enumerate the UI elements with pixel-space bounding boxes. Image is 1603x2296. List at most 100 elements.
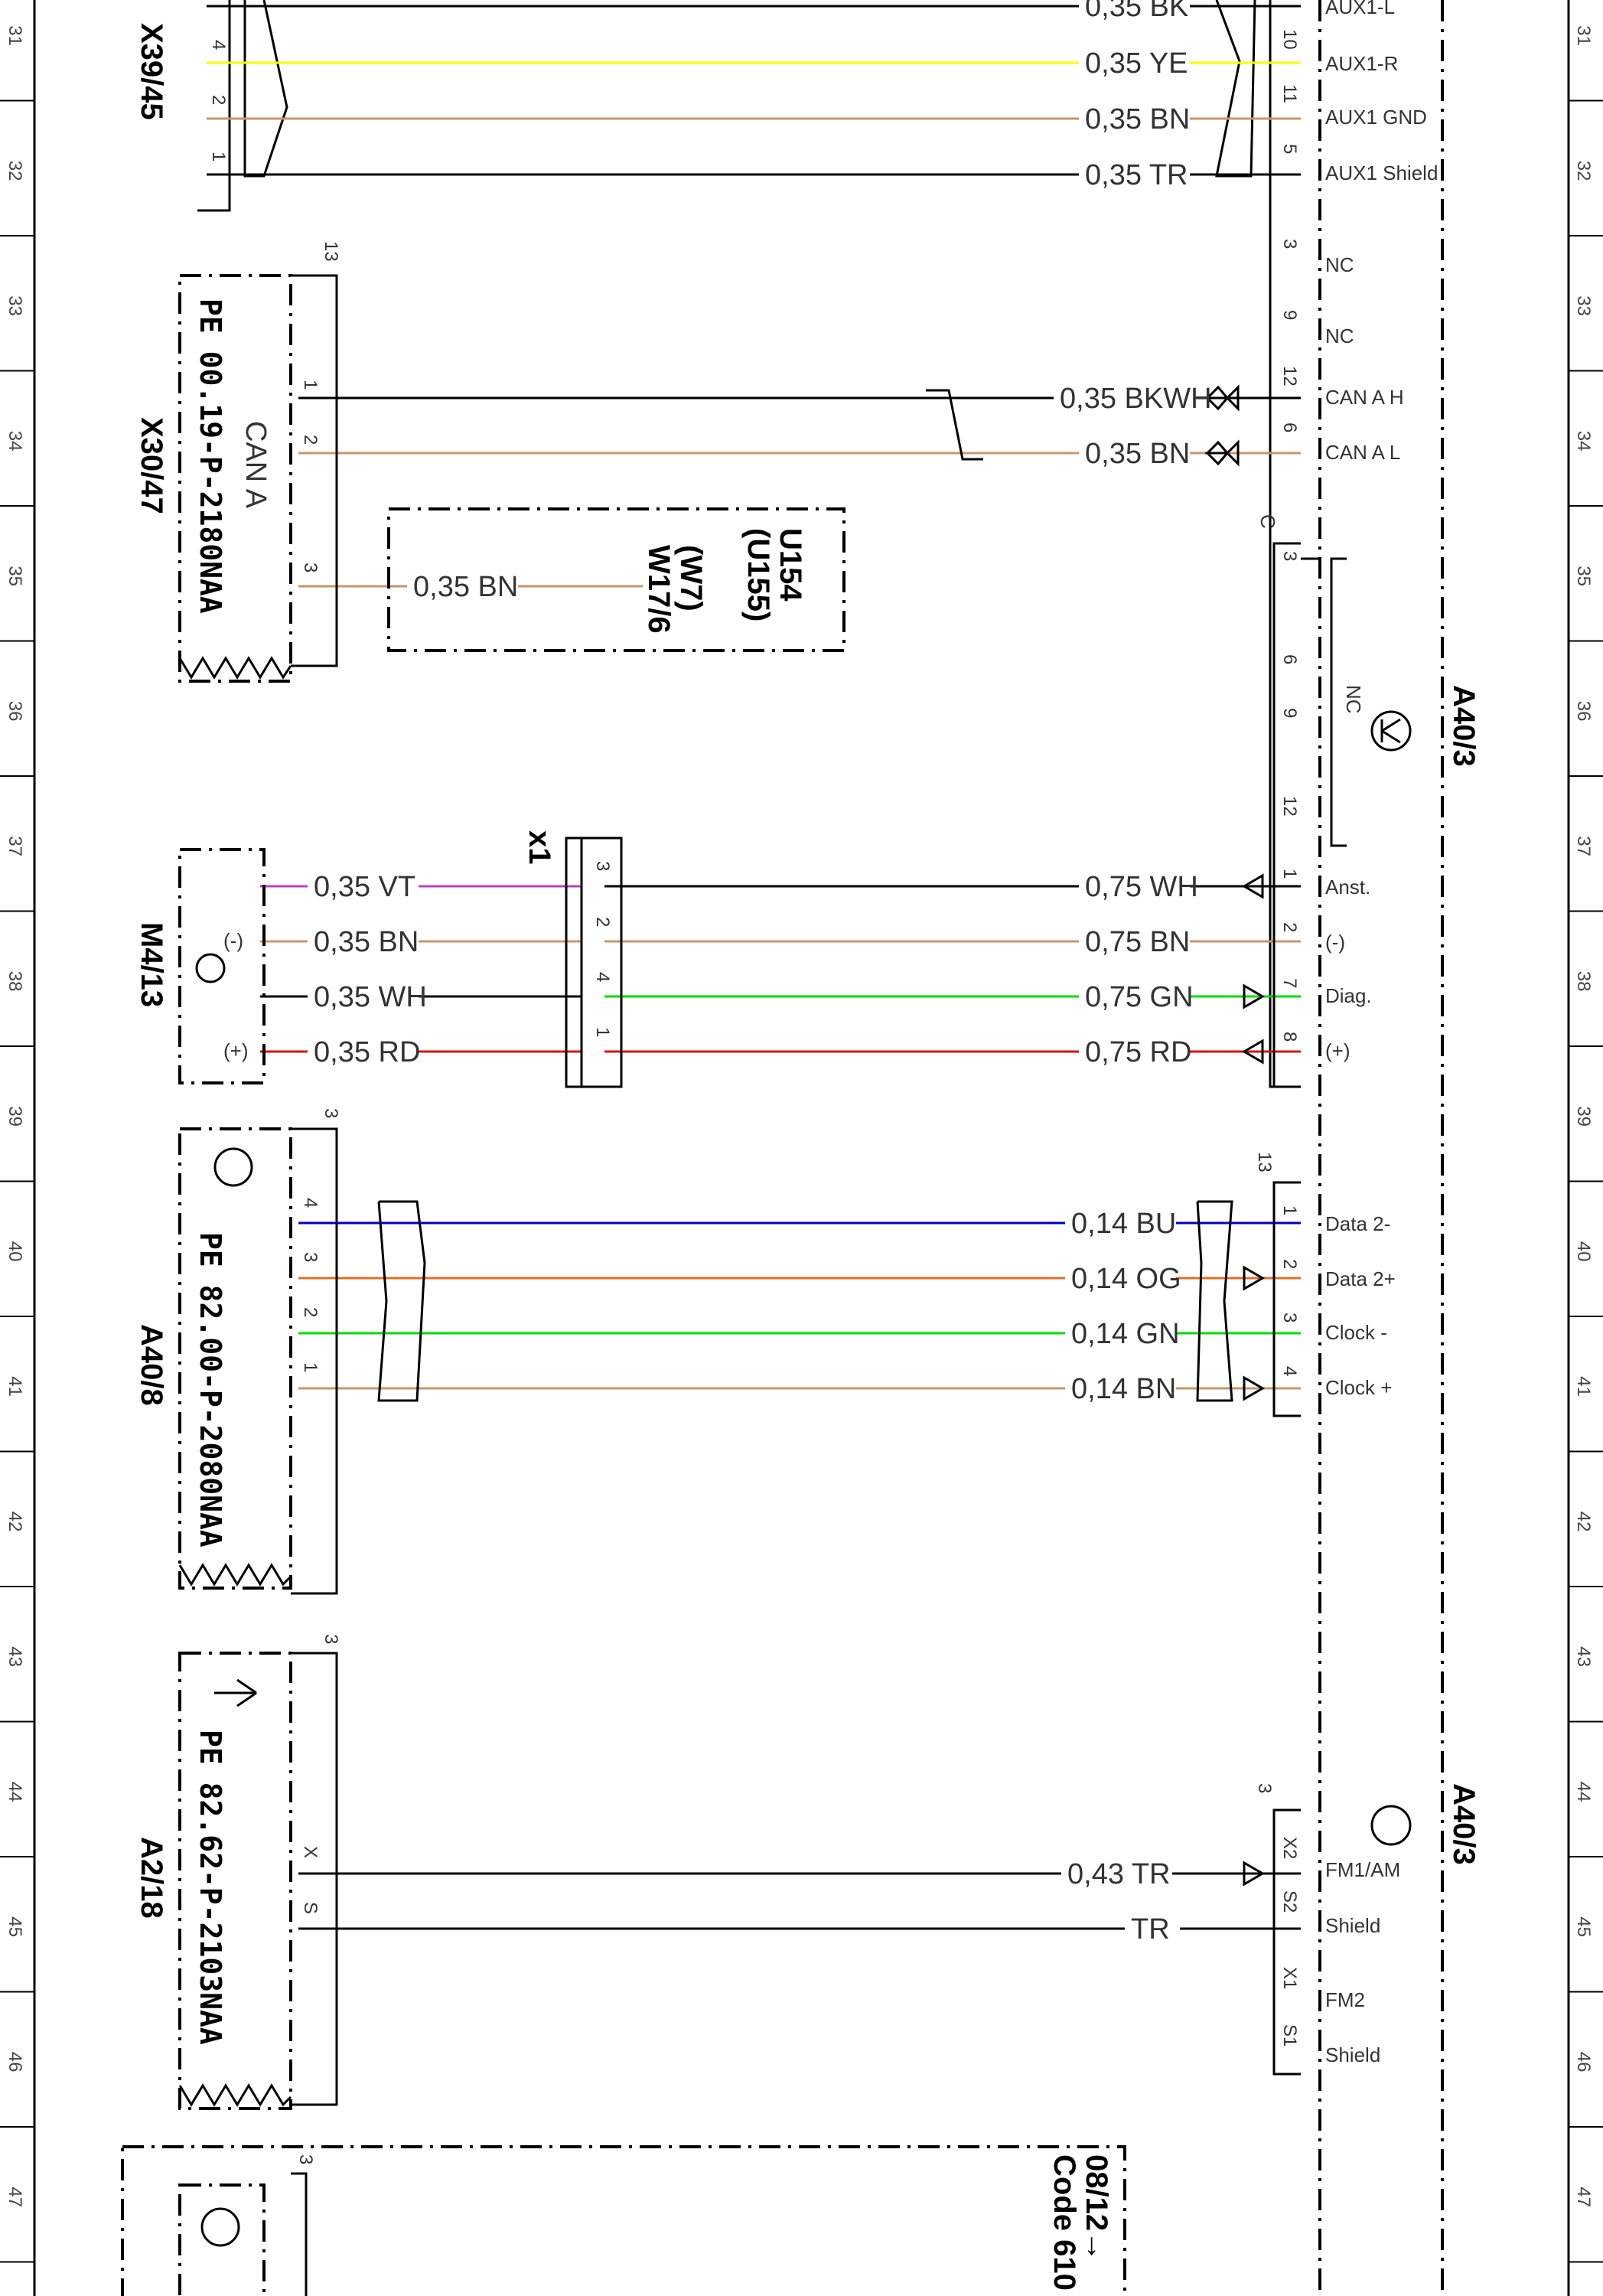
pin-label: 3 — [300, 563, 321, 572]
wire-label: 0,35 BN — [1085, 438, 1190, 470]
wire-label: 0,35 BKWH — [1060, 383, 1212, 415]
a40-3-label-bottom: A40/3 — [1447, 1783, 1481, 1865]
signal-can-a-l: CAN A L — [1325, 441, 1400, 464]
u154-label: U154 — [774, 528, 807, 602]
pin-count: 13 — [321, 241, 341, 262]
pin-count: 3 — [295, 2154, 316, 2164]
a40-3-power-pins: 1 2 7 8 — [1279, 869, 1300, 1042]
a40-8-component: 3 PE 82.00-P-2080NAA A40/8 4 3 2 1 13 1 … — [135, 1108, 1301, 1595]
wire-label: 0,35 YE — [1085, 47, 1188, 80]
x30-47-connector: 13 PE 00.19-P-2180NAA CAN A X30/47 1 2 3 — [135, 241, 341, 683]
can-twist — [926, 389, 983, 461]
grid-row-number: 47 — [5, 2187, 25, 2207]
m4-13-label: M4/13 — [135, 922, 168, 1007]
pin-label: 1 — [300, 380, 321, 390]
signal-data-plus: Data 2+ — [1325, 1267, 1396, 1290]
signal-direction-arrow — [1204, 384, 1240, 412]
wire-labels: 0,35 BK 0,35 YE 0,35 BN 0,35 TR 0,35 BKWH 0,3… — [314, 0, 1212, 1945]
signal-aux1-l: AUX1-L — [1325, 0, 1395, 18]
wire-label: 0,75 GN — [1085, 981, 1194, 1013]
grid-row-number: 37 — [1573, 836, 1594, 856]
grid-row-number: 34 — [5, 431, 25, 452]
grid-row-number: 33 — [1573, 295, 1594, 316]
pin-label: 3 — [1279, 551, 1300, 561]
wire-label: 0,14 GN — [1071, 1318, 1180, 1350]
wire-label: 0,35 WH — [314, 981, 427, 1013]
m4-plus-label: (+) — [223, 1039, 249, 1062]
pin-label: 1 — [300, 1362, 321, 1372]
grid-row-number: 39 — [5, 1106, 25, 1127]
signal-data-minus: Data 2- — [1325, 1212, 1390, 1235]
signal-plus: (+) — [1325, 1039, 1350, 1062]
wire-label: 0,14 BU — [1071, 1208, 1176, 1240]
pin-label: 6 — [1279, 654, 1300, 664]
grid-row-number: 41 — [1573, 1376, 1594, 1397]
transistor-icon — [213, 1147, 253, 1187]
wire-label: 0,35 BN — [314, 926, 419, 958]
wire-label: 0,14 OG — [1071, 1263, 1181, 1295]
grid-row-number: 36 — [1573, 701, 1594, 722]
grid-row-number: 42 — [1573, 1512, 1594, 1532]
signal-direction-arrow — [1204, 439, 1240, 467]
signal-can-a-h: CAN A H — [1325, 386, 1404, 409]
grid-row-number: 38 — [5, 971, 25, 992]
grid-row-number: 31 — [5, 25, 25, 46]
wire-label: 0,43 TR — [1067, 1858, 1170, 1890]
pin-label: 1 — [208, 152, 229, 161]
wire-label: 0,35 BK — [1085, 0, 1188, 23]
pin-label: 9 — [1279, 708, 1300, 718]
grid-row-number: 40 — [5, 1241, 25, 1262]
pin-label: X — [300, 1846, 321, 1858]
pin-label: 3 — [300, 1252, 321, 1262]
wire-label: 0,75 WH — [1085, 871, 1198, 903]
grid-row-number: 43 — [1573, 1646, 1594, 1667]
w17-6-label: W17/6 — [642, 545, 676, 634]
signal-nc-1: NC — [1325, 253, 1354, 276]
grid-row-number: 39 — [1573, 1106, 1594, 1127]
pin-label: 4 — [592, 972, 613, 982]
grid-row-number: 31 — [1573, 25, 1594, 46]
signal-aux1-r: AUX1-R — [1325, 52, 1398, 75]
grid-row-number: 41 — [5, 1376, 25, 1397]
pin-label: 3 — [592, 861, 613, 871]
wire-label: 0,35 TR — [1085, 159, 1188, 191]
grid-row-number: 45 — [1573, 1916, 1594, 1937]
pin-label: 2 — [300, 435, 321, 445]
pin-label: 2 — [208, 95, 229, 105]
grid-row-number: 40 — [1573, 1241, 1594, 1262]
m4-13-component: M4/13 (-) (+) — [135, 848, 266, 1084]
signal-direction-arrow — [1242, 873, 1264, 899]
grid-row-number: 36 — [5, 701, 25, 722]
transistor-icon — [1370, 1805, 1412, 1846]
twisted-pair-brace — [377, 1200, 426, 1402]
signal-anst: Anst. — [1325, 876, 1370, 899]
x1-connector: x1 3 2 4 1 — [523, 830, 623, 1088]
x30-47-label: X30/47 — [135, 417, 168, 514]
signal-direction-arrow — [1243, 1375, 1265, 1401]
grid-row-number: 35 — [5, 566, 25, 586]
x39-45-connector: X39/45 4 2 1 — [135, 0, 288, 212]
a2-18-component: 3 PE 82.62-P-2103NAA A2/18 X S 3 X2 S2 X… — [135, 1634, 1481, 2110]
pin-label: 9 — [1279, 310, 1300, 320]
pin-count: 3 — [321, 1634, 341, 1644]
pin-label: 11 — [1279, 84, 1300, 103]
w7-label: (W7) — [674, 545, 708, 612]
signal-minus: (-) — [1325, 931, 1345, 954]
a2-18-pe-ref: PE 82.62-P-2103NAA — [194, 1730, 227, 2045]
transistor-icon — [1370, 710, 1412, 752]
code-610-label: Code 610 — [1047, 2154, 1081, 2291]
signal-shield-1: Shield — [1325, 1914, 1380, 1937]
x30-47-bus-label: CAN A — [239, 421, 272, 509]
signal-aux1-gnd: AUX1 GND — [1325, 106, 1427, 129]
wire-label: 0,35 VT — [314, 871, 415, 903]
pin-label: S — [300, 1902, 321, 1914]
x39-45-label: X39/45 — [135, 23, 168, 120]
signal-direction-arrow — [1243, 1265, 1265, 1291]
signal-labels: AUX1-L AUX1-R AUX1 GND AUX1 Shield NC NC… — [1325, 0, 1438, 2066]
grid-row-number: 42 — [5, 1512, 25, 1532]
grid-row-number: 32 — [5, 161, 25, 181]
signal-shield-2: Shield — [1325, 2043, 1380, 2066]
u155-label: (U155) — [741, 528, 775, 621]
pin-count: 3 — [1254, 1783, 1275, 1793]
